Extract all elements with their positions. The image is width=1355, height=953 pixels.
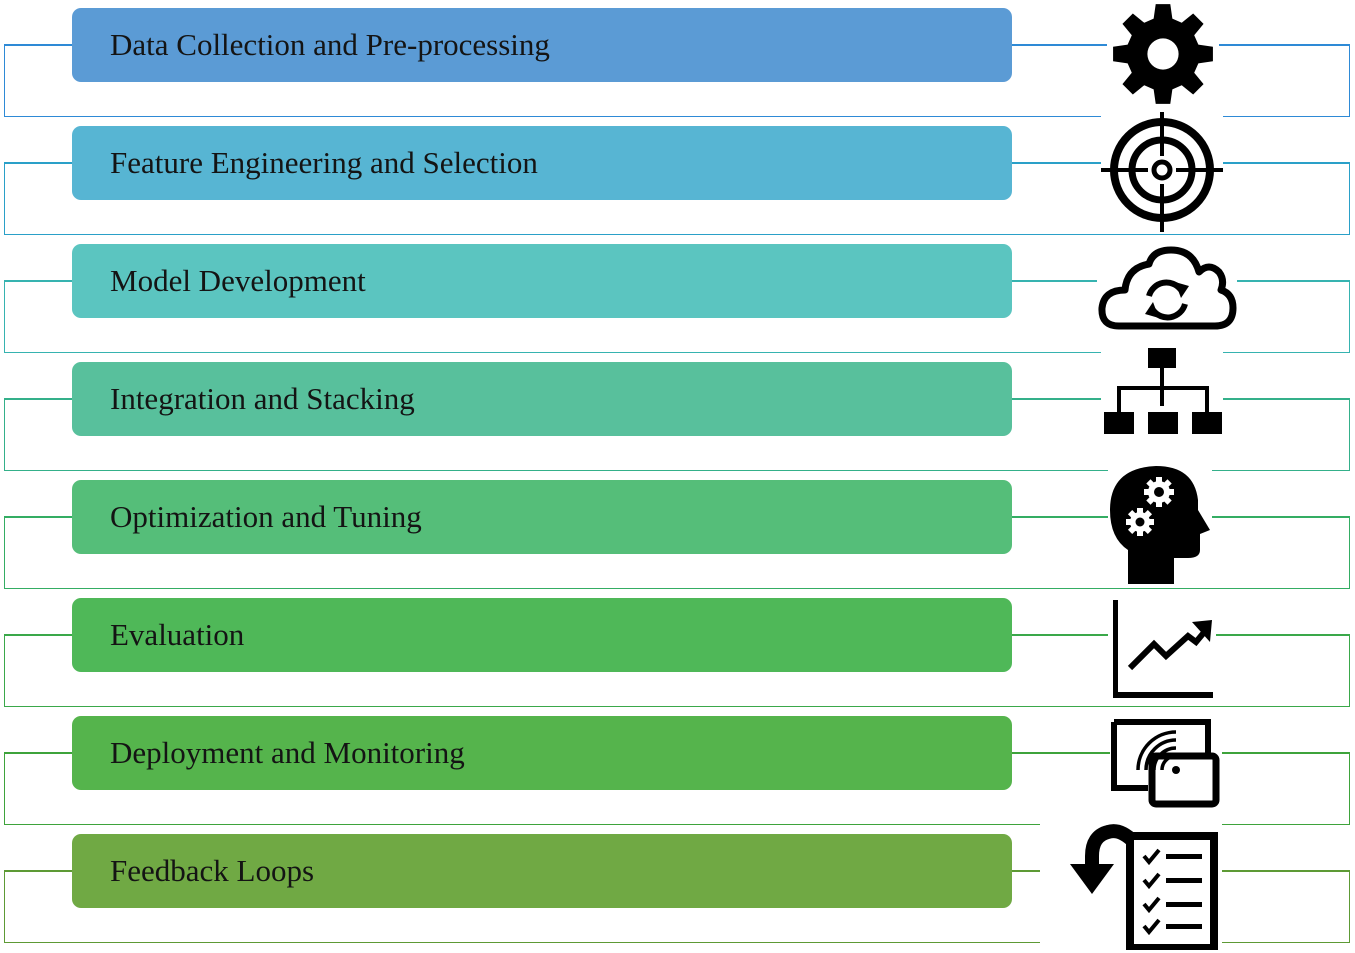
step-bar: Model Development <box>72 244 1012 318</box>
remote-monitor-icon <box>1110 718 1222 808</box>
step-row-optimization: Optimization and Tuning <box>0 464 1355 598</box>
step-bar: Feedback Loops <box>72 834 1012 908</box>
connector-frame <box>4 281 1350 353</box>
step-row-evaluation: Evaluation <box>0 598 1355 716</box>
connector-frame <box>4 163 1350 235</box>
step-row-deployment: Deployment and Monitoring <box>0 716 1355 834</box>
connector-frame <box>4 635 1350 707</box>
step-bar: Optimization and Tuning <box>72 480 1012 554</box>
step-label: Feedback Loops <box>110 853 315 888</box>
connector-line-left <box>4 752 72 754</box>
cloud-sync-icon <box>1097 246 1237 332</box>
connector-frame <box>4 871 1350 943</box>
step-label: Feature Engineering and Selection <box>110 145 538 180</box>
step-bar: Integration and Stacking <box>72 362 1012 436</box>
step-row-feedback: Feedback Loops <box>0 822 1355 952</box>
feedback-checklist-icon <box>1040 822 1222 950</box>
connector-frame <box>4 753 1350 825</box>
gear-icon <box>1107 2 1219 106</box>
connector-line-left <box>4 870 72 872</box>
step-row-integration: Integration and Stacking <box>0 348 1355 480</box>
connector-frame <box>4 45 1350 117</box>
step-row-feature-engineering: Feature Engineering and Selection <box>0 112 1355 244</box>
step-label: Integration and Stacking <box>110 381 415 416</box>
connector-line-left <box>4 162 72 164</box>
step-label: Evaluation <box>110 617 245 652</box>
step-label: Data Collection and Pre-processing <box>110 27 550 62</box>
step-label: Optimization and Tuning <box>110 499 422 534</box>
connector-line-left <box>4 516 72 518</box>
connector-line-left <box>4 280 72 282</box>
connector-line-left <box>4 398 72 400</box>
step-bar: Deployment and Monitoring <box>72 716 1012 790</box>
connector-frame <box>4 517 1350 589</box>
connector-line-left <box>4 634 72 636</box>
hierarchy-icon <box>1101 348 1223 452</box>
growth-chart-icon <box>1108 598 1216 700</box>
target-icon <box>1101 112 1223 232</box>
step-row-data-collection: Data Collection and Pre-processing <box>0 2 1355 126</box>
connector-frame <box>4 399 1350 471</box>
head-gears-icon <box>1108 464 1212 584</box>
step-bar: Data Collection and Pre-processing <box>72 8 1012 82</box>
step-label: Deployment and Monitoring <box>110 735 465 770</box>
step-bar: Evaluation <box>72 598 1012 672</box>
step-row-model-development: Model Development <box>0 244 1355 362</box>
connector-line-left <box>4 44 72 46</box>
step-label: Model Development <box>110 263 366 298</box>
step-bar: Feature Engineering and Selection <box>72 126 1012 200</box>
